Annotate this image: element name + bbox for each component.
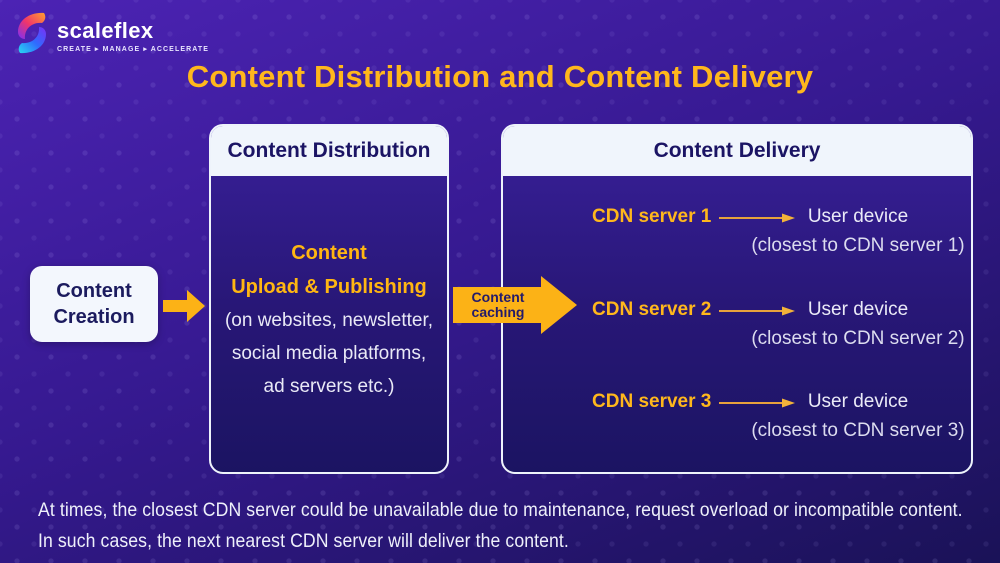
distribution-panel-body: Content Upload & Publishing (on websites… xyxy=(211,236,447,403)
creation-line1: Content xyxy=(56,280,132,302)
upload-publishing-label: Content Upload & Publishing xyxy=(231,242,427,298)
cdn-row-2: CDN server 2 User device (closest to CDN… xyxy=(503,299,971,359)
user-device-1: User device (closest to CDN server 1) xyxy=(751,206,965,256)
delivery-panel-header: Content Delivery xyxy=(503,126,971,176)
user-device-3: User device (closest to CDN server 3) xyxy=(751,391,965,441)
content-creation-box: Content Creation xyxy=(30,266,158,342)
page-title: Content Distribution and Content Deliver… xyxy=(186,59,814,94)
cdn-server-3-label: CDN server 3 xyxy=(592,391,712,412)
footer-line-1: At times, the closest CDN server could b… xyxy=(38,499,963,521)
cdn-3-to-device-arrow-icon xyxy=(719,396,795,414)
brand-name: scaleflex xyxy=(57,17,154,43)
footer-note: At times, the closest CDN server could b… xyxy=(38,495,975,557)
distribution-panel-header: Content Distribution xyxy=(211,126,447,176)
user-device-2: User device (closest to CDN server 2) xyxy=(751,299,965,349)
cdn-server-1-label: CDN server 1 xyxy=(592,206,712,227)
brand-tagline: CREATE ▸ MANAGE ▸ ACCELERATE xyxy=(57,45,210,53)
cdn-2-to-device-arrow-icon xyxy=(719,304,795,322)
cdn-row-3: CDN server 3 User device (closest to CDN… xyxy=(503,391,971,451)
scaleflex-logo-icon xyxy=(16,12,48,59)
content-delivery-panel: Content Delivery CDN server 1 User devic… xyxy=(501,124,973,474)
cdn-1-to-device-arrow-icon xyxy=(719,211,795,229)
cdn-server-2-label: CDN server 2 xyxy=(592,299,712,320)
caching-arrow-label: Content caching xyxy=(471,289,525,320)
creation-to-distribution-arrow-icon xyxy=(163,290,205,327)
content-distribution-panel: Content Distribution Content Upload & Pu… xyxy=(209,124,449,474)
cdn-row-1: CDN server 1 User device (closest to CDN… xyxy=(503,206,971,266)
content-caching-arrow: Content caching xyxy=(453,276,577,334)
creation-line2: Creation xyxy=(53,306,135,328)
scaleflex-logo: scaleflex CREATE ▸ MANAGE ▸ ACCELERATE xyxy=(16,12,209,59)
footer-line-2: In such cases, the next nearest CDN serv… xyxy=(38,530,569,552)
upload-publishing-detail: (on websites, newsletter, social media p… xyxy=(224,310,434,397)
